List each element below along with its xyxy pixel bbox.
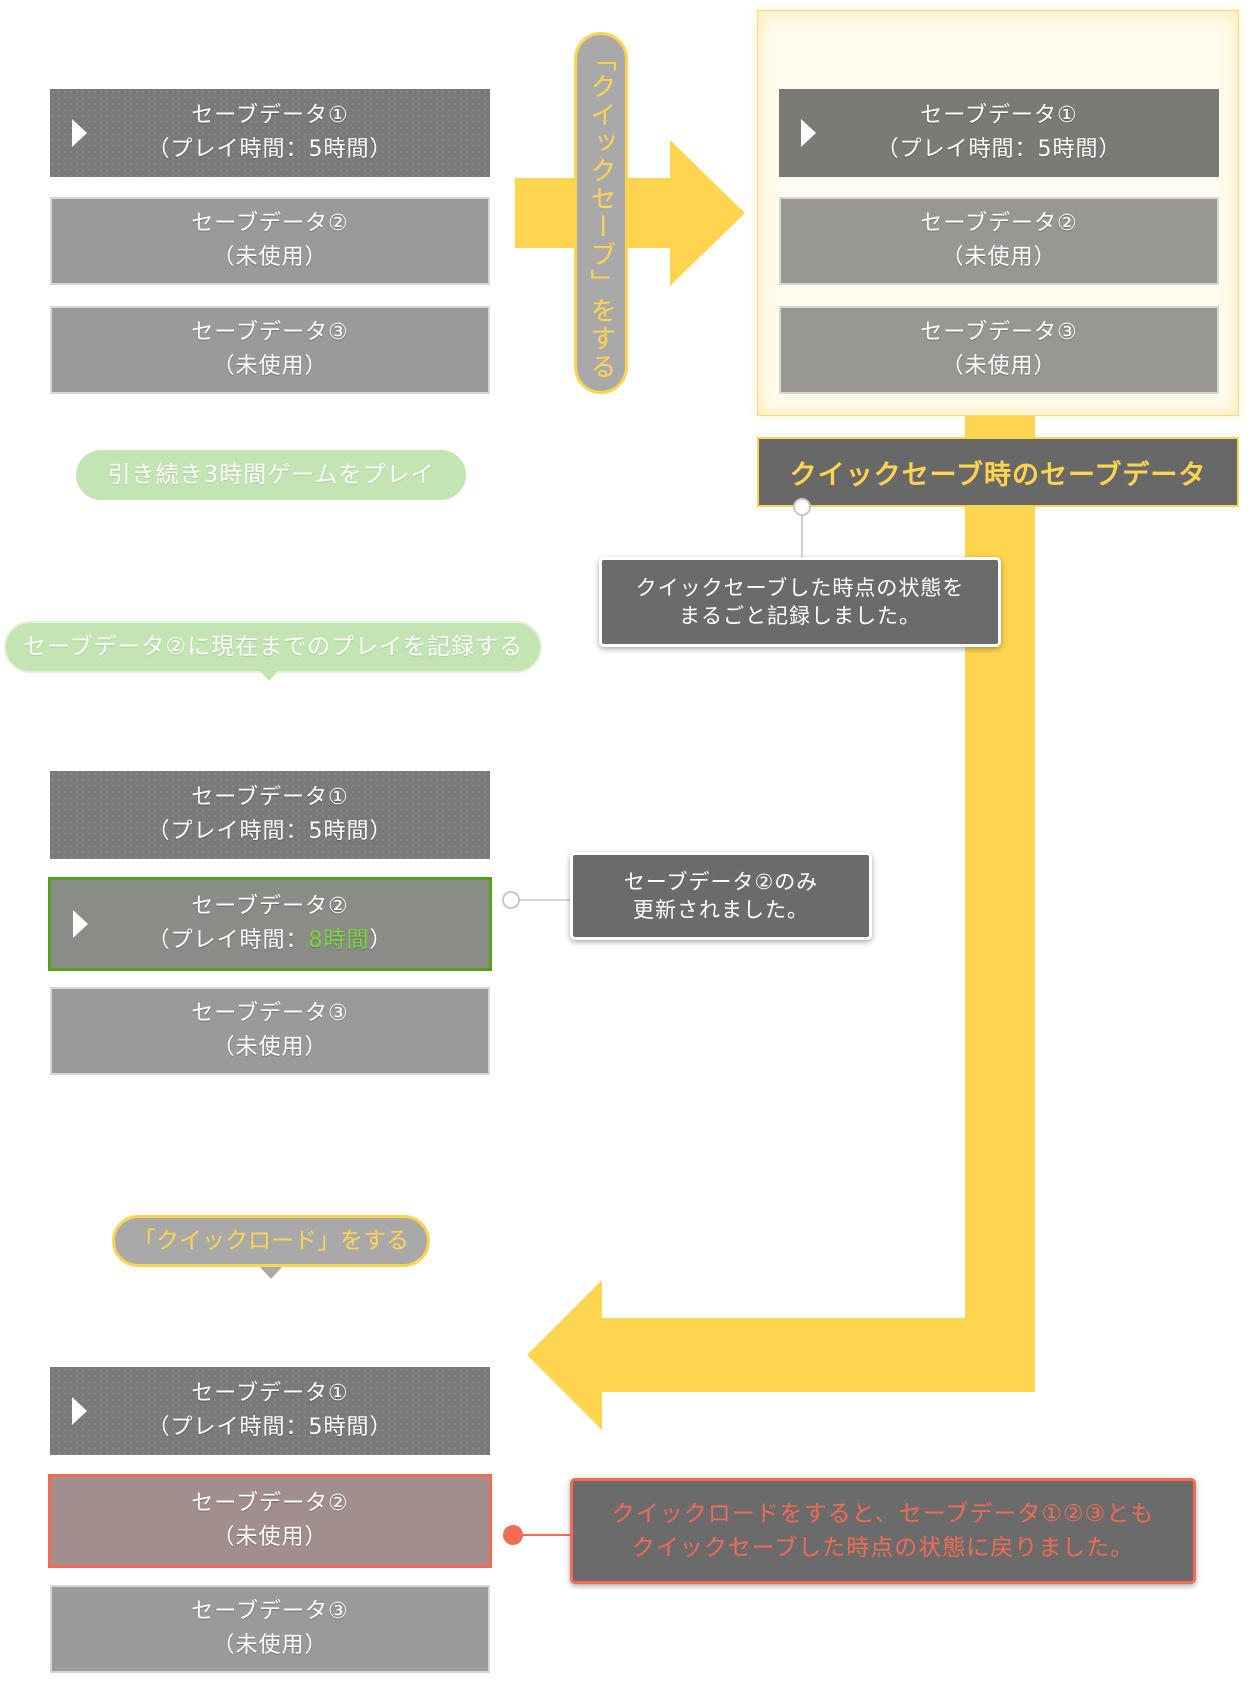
slot-3-after-load: セーブデータ③ （未使用） [50, 1585, 490, 1673]
play-icon [73, 910, 88, 938]
connector-dot [793, 498, 811, 516]
slot-detail: （未使用） [212, 354, 328, 379]
qs-slot-2: セーブデータ② （未使用） [779, 197, 1219, 285]
callout-line: クイックセーブした時点の状態を [635, 576, 965, 600]
slot-detail-prefix: （プレイ時間： [147, 928, 309, 953]
slot-title: セーブデータ③ [191, 320, 349, 345]
slot-detail: （未使用） [212, 1525, 328, 1550]
quick-load-arrow [527, 416, 1035, 1430]
connector-line [514, 1534, 574, 1536]
slot-1-initial: セーブデータ① （プレイ時間：5時間） [50, 89, 490, 177]
slot-detail: （プレイ時間：5時間） [876, 137, 1122, 162]
slot-title: セーブデータ② [191, 1491, 349, 1516]
slot-title: セーブデータ① [191, 103, 349, 128]
slot-2-updated: セーブデータ② （プレイ時間：8時間） [48, 877, 492, 971]
slot-detail-highlight: 8時間 [308, 928, 370, 953]
slot-title: セーブデータ② [191, 894, 349, 919]
quick-save-panel-title: クイックセーブ時のセーブデータ [757, 437, 1239, 507]
slot-detail: （プレイ時間：5時間） [147, 1415, 393, 1440]
callout-line: まるごと記録しました。 [679, 604, 921, 628]
qs-slot-3: セーブデータ③ （未使用） [779, 306, 1219, 394]
step-record-slot2: セーブデータ②に現在までのプレイを記録する [4, 621, 542, 673]
callout-line: クイックセーブした時点の状態に戻りました。 [631, 1535, 1135, 1561]
slot-title: セーブデータ① [920, 103, 1078, 128]
play-icon [801, 119, 816, 147]
slot-detail-suffix: ） [369, 928, 393, 953]
connector-line [801, 508, 803, 558]
quick-save-arrow [515, 140, 745, 286]
slot-detail: （プレイ時間：5時間） [147, 137, 393, 162]
play-icon [72, 1397, 87, 1425]
slot-title: セーブデータ③ [191, 1001, 349, 1026]
slot-detail: （未使用） [212, 245, 328, 270]
slot-title: セーブデータ① [191, 1381, 349, 1406]
callout-quick-load: クイックロードをすると、セーブデータ①②③とも クイックセーブした時点の状態に戻… [570, 1478, 1196, 1584]
slot-detail: （未使用） [212, 1035, 328, 1060]
slot-detail: （未使用） [941, 354, 1057, 379]
slot-title: セーブデータ① [191, 785, 349, 810]
connector-line [512, 899, 572, 901]
slot-detail: （プレイ時間：8時間） [51, 924, 489, 958]
callout-slot2-only: セーブデータ②のみ 更新されました。 [570, 852, 872, 940]
callout-line: クイックロードをすると、セーブデータ①②③とも [611, 1501, 1155, 1527]
slot-detail: （未使用） [941, 245, 1057, 270]
callout-quick-save: クイックセーブした時点の状態を まるごと記録しました。 [599, 557, 1001, 647]
pointer-down-icon [260, 1267, 282, 1279]
callout-line: セーブデータ②のみ [623, 870, 819, 894]
slot-2-after-load: セーブデータ② （未使用） [48, 1474, 492, 1568]
pointer-down-icon [258, 669, 280, 681]
slot-detail: （未使用） [212, 1633, 328, 1658]
slot-1-after-load: セーブデータ① （プレイ時間：5時間） [50, 1367, 490, 1455]
qs-slot-1: セーブデータ① （プレイ時間：5時間） [779, 89, 1219, 177]
slot-title: セーブデータ② [191, 211, 349, 236]
slot-2-initial: セーブデータ② （未使用） [50, 197, 490, 285]
step-continue-play: 引き続き3時間ゲームをプレイ [76, 450, 466, 500]
slot-3-after-save: セーブデータ③ （未使用） [50, 987, 490, 1075]
play-icon [72, 119, 87, 147]
slot-detail: （プレイ時間：5時間） [147, 819, 393, 844]
slot-3-initial: セーブデータ③ （未使用） [50, 306, 490, 394]
slot-1-after-save: セーブデータ① （プレイ時間：5時間） [50, 771, 490, 859]
callout-line: 更新されました。 [633, 898, 809, 922]
connector-dot [503, 1525, 523, 1545]
slot-title: セーブデータ③ [920, 320, 1078, 345]
quick-save-badge: 「クイックセーブ」をする [574, 32, 628, 394]
slot-title: セーブデータ② [920, 211, 1078, 236]
step-quick-load: 「クイックロード」をする [112, 1215, 430, 1267]
connector-dot [502, 891, 520, 909]
slot-title: セーブデータ③ [191, 1599, 349, 1624]
quick-save-badge-label: 「クイックセーブ」をする [586, 45, 616, 381]
